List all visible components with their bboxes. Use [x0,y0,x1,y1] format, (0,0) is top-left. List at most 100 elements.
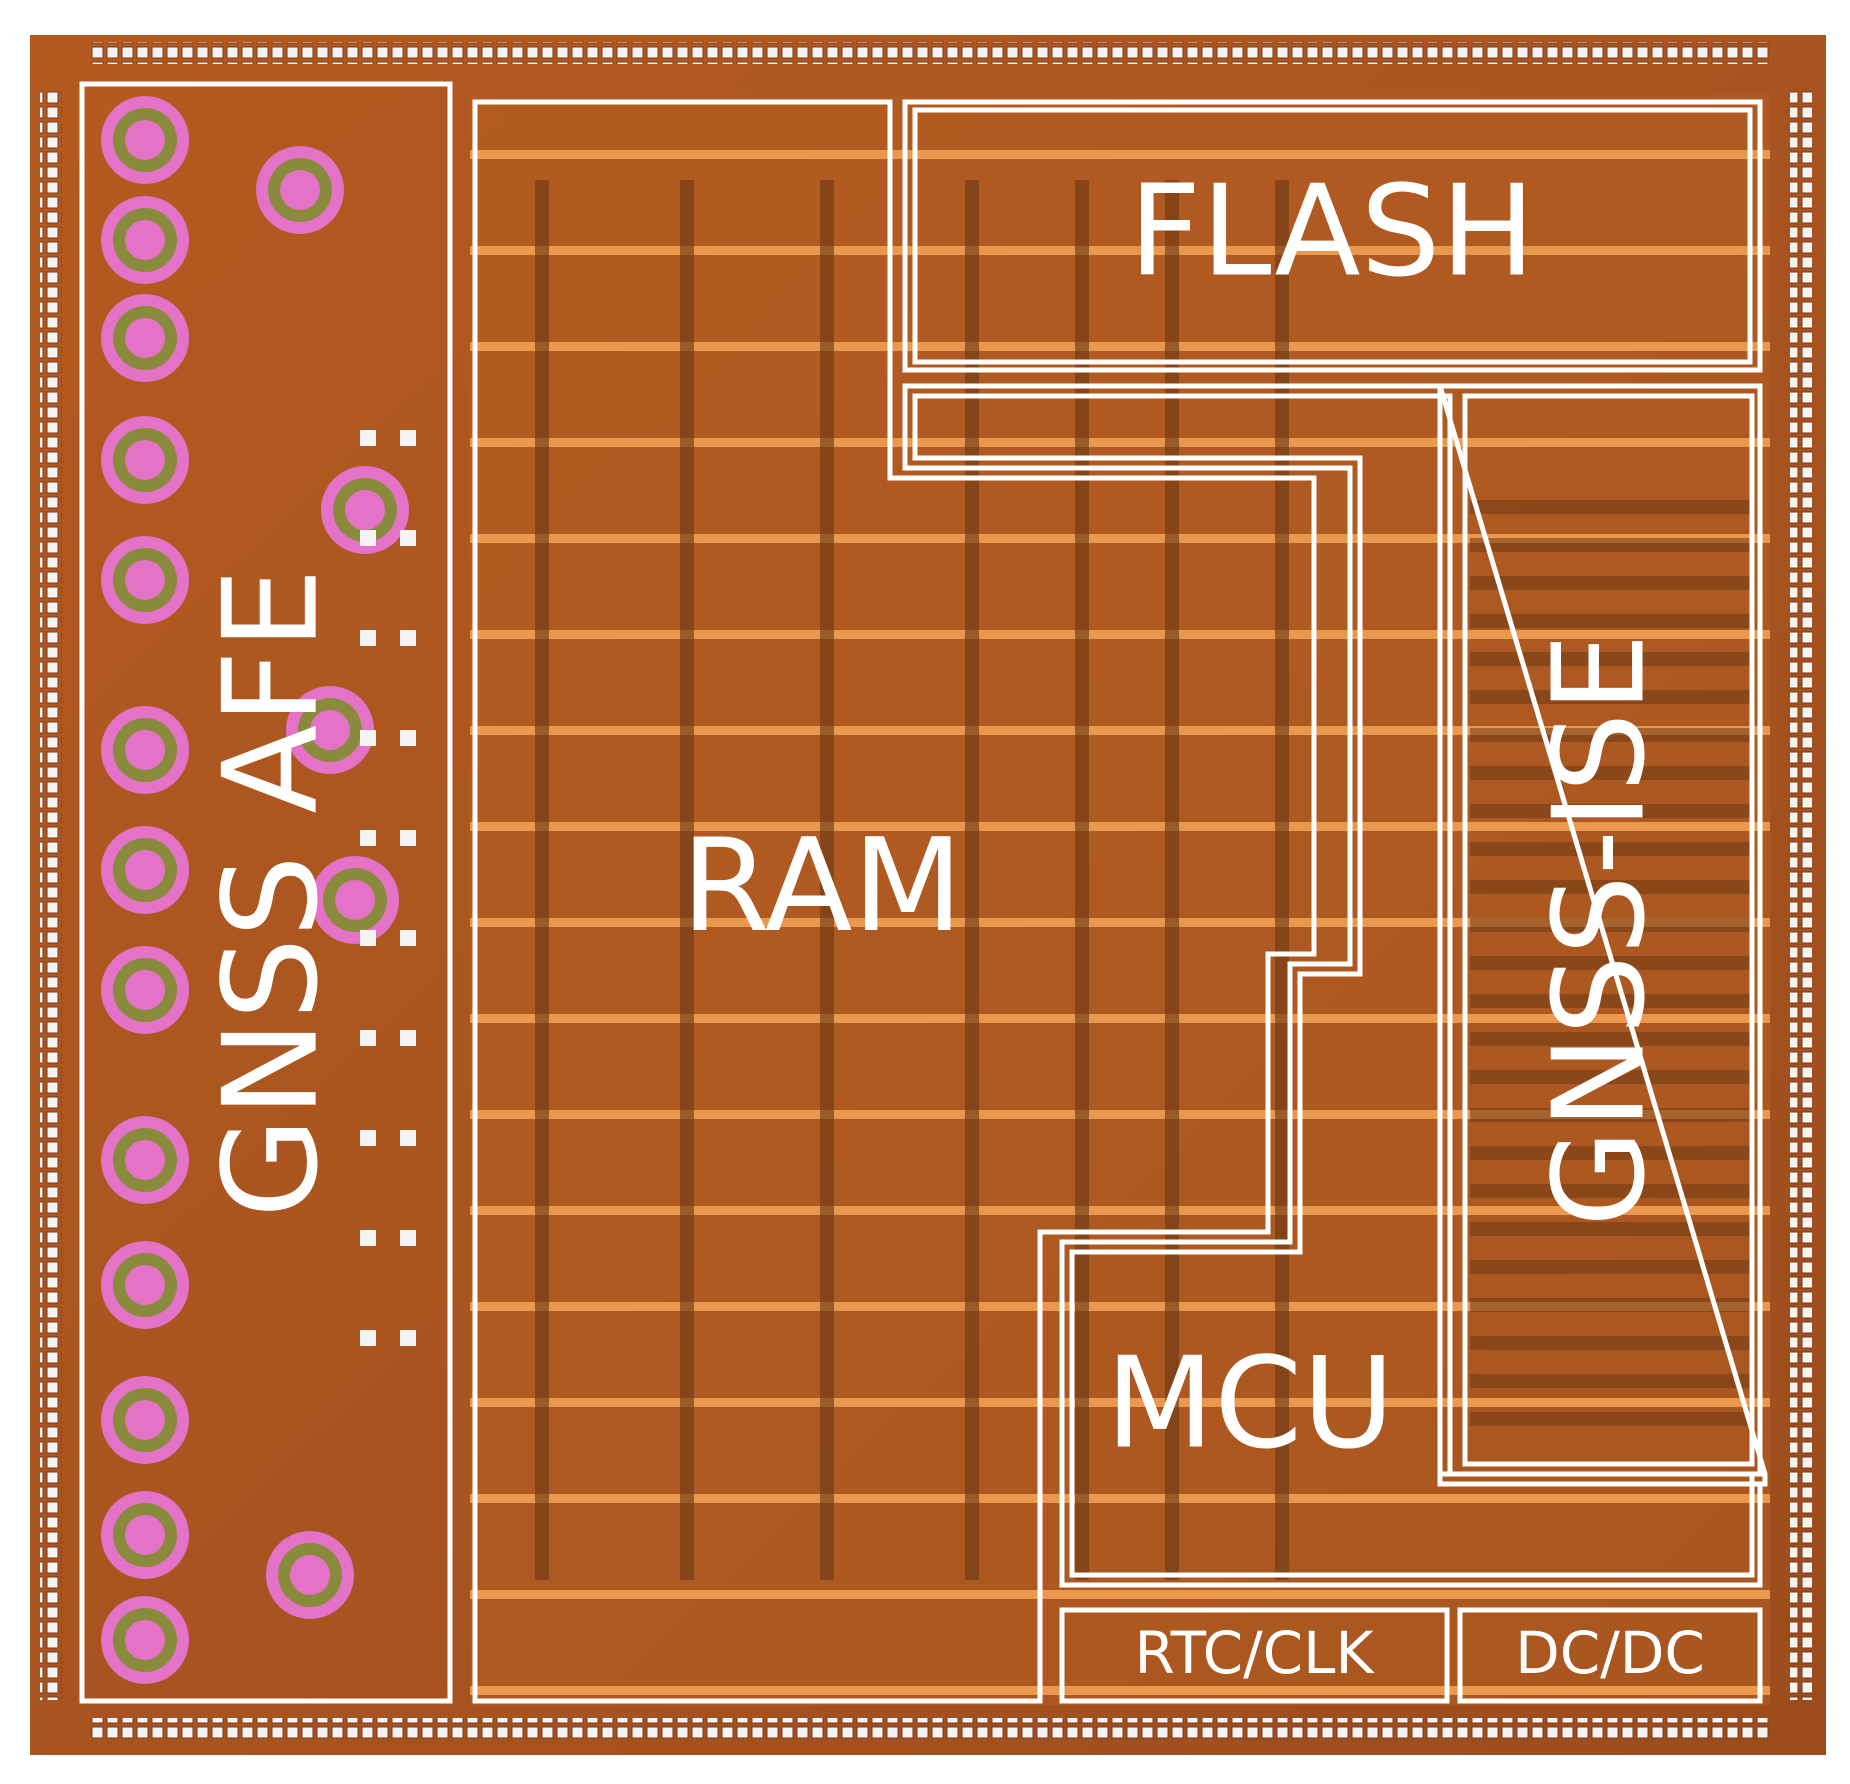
power-rail [470,1398,1770,1407]
inductor-core [125,120,165,160]
inductor-core [125,440,165,480]
logic-stripe [1470,1108,1750,1122]
logic-stripe [1470,538,1750,552]
inductor-core [125,1140,165,1180]
test-via [360,630,376,646]
inductor-core [310,710,350,750]
logic-stripe [1470,1374,1750,1388]
logic-stripe [1470,804,1750,818]
inductor-core [125,560,165,600]
test-via [400,730,416,746]
block-labels: GNSS AFE RAM FLASH GNSS-ISE MCU RTC/CLK … [195,158,1705,1687]
bitline-column [1275,180,1289,1580]
inductor-core [125,1265,165,1305]
logic-stripe [1470,1070,1750,1084]
inductor-core [125,220,165,260]
ram-label: RAM [681,812,963,961]
logic-stripe [1470,614,1750,628]
mcu-outline-inner [912,393,1755,1578]
inductor-core [125,970,165,1010]
rtc-clk-outline [1059,1607,1450,1704]
test-via [360,430,376,446]
inductor-core [125,1400,165,1440]
test-via [400,1230,416,1246]
logic-stripe [1470,690,1750,704]
bitline-column [820,180,834,1580]
inductor-core [125,1515,165,1555]
gnss-afe-outline [79,81,453,1704]
test-via [360,1030,376,1046]
logic-stripe [1470,728,1750,742]
test-via [360,1130,376,1146]
bitline-column [680,180,694,1580]
logic-stripe [1470,766,1750,780]
flash-label: FLASH [1129,158,1536,305]
flash-outline-outer [902,99,1763,373]
logic-stripe [1470,1260,1750,1274]
inductor-core [125,1620,165,1660]
test-via [360,530,376,546]
power-rail [470,438,1770,447]
power-rail [470,342,1770,351]
logic-stripe [1470,1336,1750,1350]
test-via [400,530,416,546]
ram-outline [472,99,1317,1704]
pad-column-right [1790,90,1812,1700]
inductor-core [125,730,165,770]
logic-stripe [1470,918,1750,932]
test-via [400,1330,416,1346]
power-rail [470,1014,1770,1023]
inductor-core [345,490,385,530]
logic-stripe [1470,994,1750,1008]
power-rail [470,246,1770,255]
pad-ring [40,42,1812,1740]
block-outlines [79,81,1768,1704]
dc-dc-label: DC/DC [1515,1619,1705,1687]
analog-region-texture [101,96,416,1684]
logic-stripe [1470,500,1750,514]
test-via [400,930,416,946]
test-via [360,930,376,946]
inductor-core [335,880,375,920]
inductor-core [125,850,165,890]
power-rail [470,822,1770,831]
inductor-core [280,170,320,210]
test-via [360,830,376,846]
power-rail [470,918,1770,927]
test-via [400,1130,416,1146]
power-rail [470,1302,1770,1311]
test-via [400,630,416,646]
logic-stripe [1470,1298,1750,1312]
logic-stripe [1470,652,1750,666]
gnss-ise-label: GNSS-ISE [1526,633,1673,1227]
logic-stripe [1470,1146,1750,1160]
power-rail [470,1590,1770,1599]
pad-row-top [90,42,1770,64]
inductor-core [125,318,165,358]
power-rail [470,1494,1770,1503]
bitline-column [965,180,979,1580]
mcu-label: MCU [1106,1330,1395,1477]
power-rail [470,150,1770,159]
logic-stripe [1470,1222,1750,1236]
bitline-column [1075,180,1089,1580]
pad-column-left [40,90,62,1700]
gnss-afe-label: GNSS AFE [195,568,347,1218]
test-via [360,1330,376,1346]
test-via [400,830,416,846]
dc-dc-outline [1457,1607,1763,1704]
power-rail [470,630,1770,639]
test-via [360,730,376,746]
rtc-clk-label: RTC/CLK [1135,1619,1376,1687]
logic-stripe [1470,842,1750,856]
mcu-outline-outer [902,383,1763,1588]
logic-stripe [1470,1032,1750,1046]
power-rail [470,534,1770,543]
flash-outline-inner [912,107,1753,365]
test-via [400,430,416,446]
bitline-column [535,180,549,1580]
inductor-core [290,1555,330,1595]
power-rail [470,1686,1770,1695]
logic-stripe [1470,880,1750,894]
